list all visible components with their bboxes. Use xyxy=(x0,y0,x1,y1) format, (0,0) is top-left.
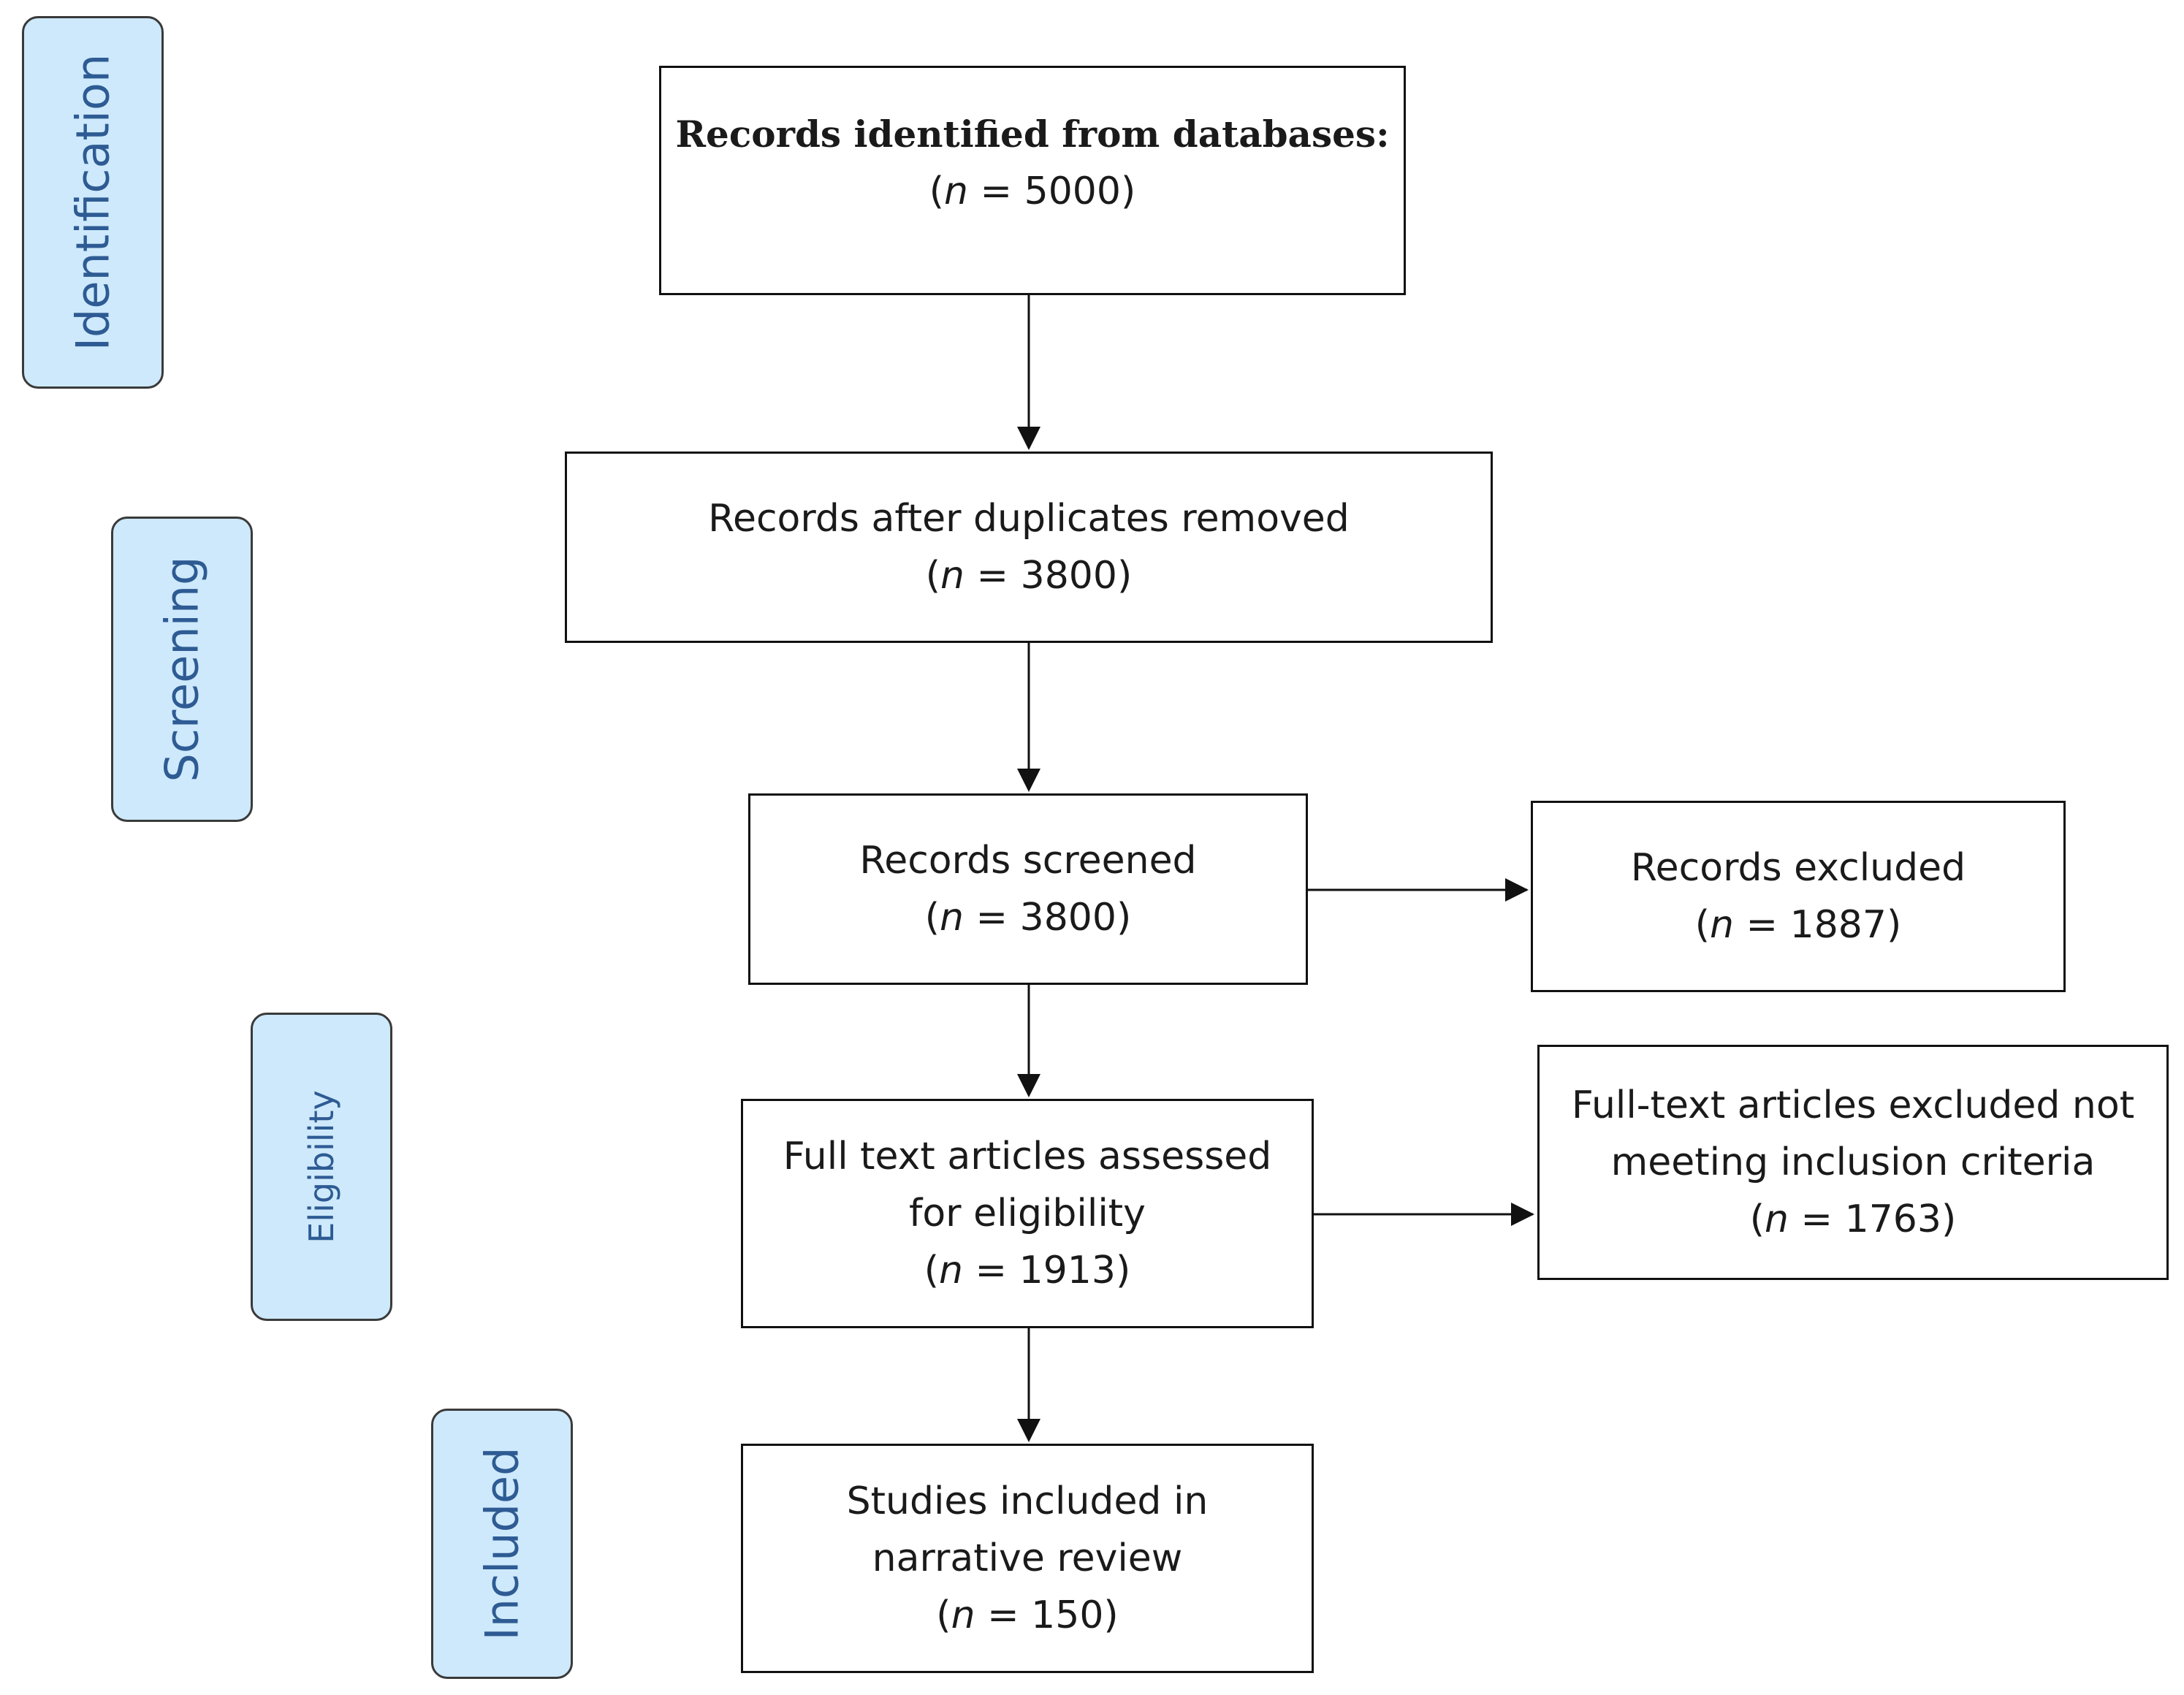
studies-included-line1: Studies included in xyxy=(846,1479,1209,1523)
arrowhead-full-text xyxy=(1017,1074,1040,1097)
records-deduplicated-count: (n = 3800) xyxy=(925,554,1133,598)
arrowhead-screened xyxy=(1017,769,1040,792)
full-text-assessed-count: (n = 1913) xyxy=(924,1249,1131,1292)
full-text-excluded-box: Full-text articles excluded not meeting … xyxy=(1537,1045,2169,1280)
full-text-assessed-box: Full text articles assessed for eligibil… xyxy=(741,1099,1314,1328)
records-excluded-count: (n = 1887) xyxy=(1694,903,1902,947)
records-excluded-title: Records excluded xyxy=(1630,846,1966,890)
stage-included: Included xyxy=(431,1409,573,1679)
records-screened-box: Records screened (n = 3800) xyxy=(748,793,1308,985)
records-screened-count: (n = 3800) xyxy=(924,896,1132,940)
records-excluded-box: Records excluded (n = 1887) xyxy=(1531,801,2066,992)
records-identified-count: (n = 5000) xyxy=(929,170,1136,213)
full-text-excluded-line1: Full-text articles excluded not xyxy=(1571,1083,2135,1127)
full-text-assessed-line2: for eligibility xyxy=(909,1192,1146,1235)
stage-screening: Screening xyxy=(111,517,253,822)
stage-identification: Identification xyxy=(22,16,164,389)
records-deduplicated-title: Records after duplicates removed xyxy=(708,497,1350,541)
records-identified-box: Records identified from databases: (n = … xyxy=(659,66,1406,295)
arrowhead-full-text-excluded xyxy=(1511,1203,1534,1226)
full-text-assessed-line1: Full text articles assessed xyxy=(783,1135,1272,1178)
studies-included-box: Studies included in narrative review (n … xyxy=(741,1444,1314,1673)
records-identified-title: Records identified from databases: xyxy=(675,113,1390,156)
full-text-excluded-line2: meeting inclusion criteria xyxy=(1610,1140,2096,1184)
arrowhead-excluded xyxy=(1505,878,1529,902)
stage-eligibility: Eligibility xyxy=(251,1013,392,1321)
arrowhead-deduplicated xyxy=(1017,427,1040,450)
studies-included-line2: narrative review xyxy=(872,1536,1183,1580)
full-text-excluded-count: (n = 1763) xyxy=(1749,1197,1957,1241)
records-screened-title: Records screened xyxy=(859,839,1197,883)
studies-included-count: (n = 150) xyxy=(936,1593,1119,1637)
arrowhead-included xyxy=(1017,1419,1040,1442)
records-deduplicated-box: Records after duplicates removed (n = 38… xyxy=(565,452,1493,643)
